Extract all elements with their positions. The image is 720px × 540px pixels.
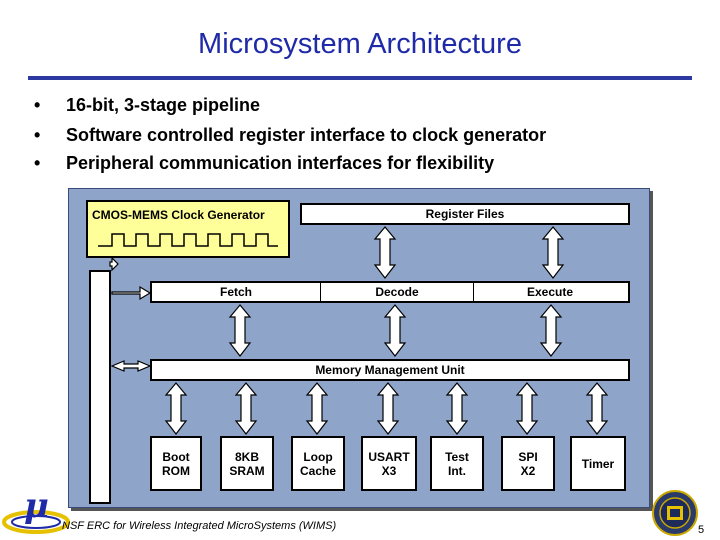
peripheral-label: SPI xyxy=(518,449,538,464)
wims-logo-letter: μ xyxy=(24,486,49,526)
bullet-icon: • xyxy=(34,95,41,115)
peripheral-label: Loop xyxy=(303,449,333,464)
peripheral-label: SRAM xyxy=(229,463,265,478)
bidir-arrow xyxy=(515,382,539,435)
bidir-arrow xyxy=(539,304,563,357)
clock-generator-block: CMOS-MEMS Clock Generator xyxy=(86,200,290,258)
peripheral-timer: Timer xyxy=(570,436,626,491)
peripheral-loop-cache: Loop Cache xyxy=(291,436,345,491)
peripheral-test-interface: Test Int. xyxy=(430,436,484,491)
arrow xyxy=(111,285,152,301)
bidir-arrow xyxy=(585,382,609,435)
peripheral-label: USART xyxy=(368,449,410,464)
arrow xyxy=(109,256,119,272)
pipeline-block: Fetch Decode Execute xyxy=(150,281,630,303)
bidir-arrow xyxy=(234,382,258,435)
university-seal-icon xyxy=(652,490,698,536)
footer-text: NSF ERC for Wireless Integrated MicroSys… xyxy=(62,520,337,532)
bidir-arrow xyxy=(383,304,407,357)
peripheral-label: ROM xyxy=(162,463,190,478)
bidir-arrow xyxy=(305,382,329,435)
bullet-text: Software controlled register interface t… xyxy=(66,125,547,145)
peripheral-label: X2 xyxy=(520,463,536,478)
bullet-text: Peripheral communication interfaces for … xyxy=(66,153,495,173)
bullet-icon: • xyxy=(34,153,41,173)
peripheral-label: Cache xyxy=(299,463,337,478)
memory-management-unit-block: Memory Management Unit xyxy=(150,359,630,381)
peripheral-label: Boot xyxy=(162,449,190,464)
peripheral-boot-rom: Boot ROM xyxy=(150,436,202,491)
peripheral-sram: 8KB SRAM xyxy=(220,436,274,491)
bidir-arrow xyxy=(373,226,397,279)
peripheral-label: Timer xyxy=(581,456,615,471)
clock-waveform-icon xyxy=(98,233,278,247)
bidir-arrow xyxy=(445,382,469,435)
slide-title: Microsystem Architecture xyxy=(198,28,522,60)
bidir-arrow xyxy=(110,360,152,372)
peripheral-label: X3 xyxy=(381,463,397,478)
bullet-item: • Software controlled register interface … xyxy=(34,125,546,146)
pipeline-stage-execute: Execute xyxy=(526,285,574,299)
page-number: 5 xyxy=(698,524,705,536)
bullet-item: • 16-bit, 3-stage pipeline xyxy=(34,95,260,116)
peripheral-label: 8KB xyxy=(234,449,259,464)
register-files-block: Register Files xyxy=(300,203,630,225)
peripheral-label: Int. xyxy=(448,463,466,478)
bullet-icon: • xyxy=(34,125,41,145)
system-bus-block xyxy=(89,270,111,504)
title-divider xyxy=(28,76,692,80)
peripheral-spi: SPI X2 xyxy=(501,436,555,491)
bullet-text: 16-bit, 3-stage pipeline xyxy=(66,95,261,115)
peripheral-label: Test xyxy=(445,449,469,464)
pipeline-stage-fetch: Fetch xyxy=(219,285,252,299)
bidir-arrow xyxy=(164,382,188,435)
bidir-arrow xyxy=(376,382,400,435)
bidir-arrow xyxy=(228,304,252,357)
pipeline-stage-decode: Decode xyxy=(320,283,474,301)
bidir-arrow xyxy=(541,226,565,279)
wims-logo-icon xyxy=(2,510,70,534)
clock-generator-label: CMOS-MEMS Clock Generator xyxy=(92,208,265,222)
bullet-item: • Peripheral communication interfaces for… xyxy=(34,153,494,174)
peripheral-usart: USART X3 xyxy=(361,436,417,491)
